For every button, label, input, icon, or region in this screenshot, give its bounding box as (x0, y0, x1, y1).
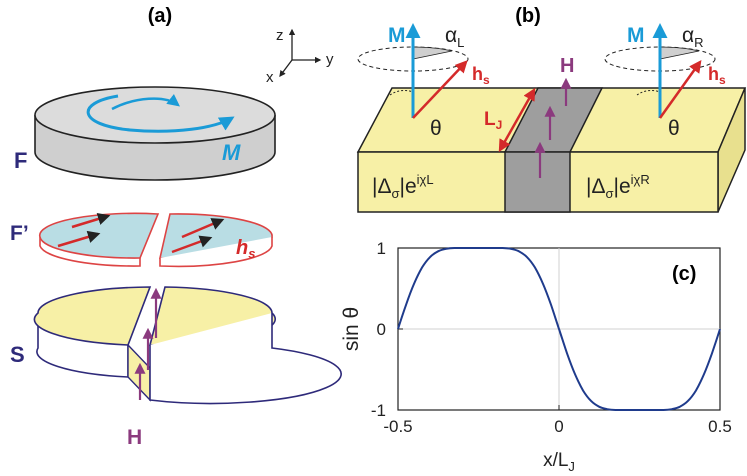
layer-S-label: S (10, 342, 25, 367)
y-tick-label: -1 (371, 401, 386, 420)
hs-right-label: hs (708, 64, 726, 87)
H-field-label: H (127, 426, 142, 449)
y-tick-label: 1 (377, 239, 386, 258)
panel-a-label: (a) (148, 5, 172, 27)
precession-right (604, 23, 716, 119)
tick-labels: -0.5 0 0.5 1 0 -1 (371, 239, 732, 436)
axis-y-label: y (326, 51, 334, 68)
M-circulating-arrow (86, 94, 235, 133)
H-arrows (534, 77, 572, 178)
M-left-label: M (388, 24, 406, 47)
alpha-left-label: αL (445, 24, 464, 50)
panel-c-chart: (c) sin θ x/LJ -0.5 0 0.5 1 0 -1 (340, 239, 732, 474)
x-tick-label: 0.5 (708, 417, 732, 436)
layer-F-disk (34, 86, 276, 181)
H-label-b: H (560, 55, 574, 77)
y-axis-label: sin θ (340, 307, 363, 351)
layer-Fp-disk (38, 212, 273, 268)
layer-Fp-label: F’ (10, 222, 29, 245)
LJ-label: LJ (484, 109, 502, 132)
theta-left-label: θ (430, 117, 442, 140)
theta-right-label: θ (668, 117, 680, 140)
M-right-label: M (627, 24, 645, 47)
axis-z-label: z (276, 27, 284, 44)
gap-right-label: |Δσ|eiχR (586, 172, 650, 201)
axes-triad (279, 28, 322, 78)
hs-left-label: hs (472, 64, 490, 87)
LJ-arrow (498, 87, 536, 153)
hs-vector-label: hs (236, 237, 255, 261)
sin-theta-curve (397, 246, 721, 412)
panel-b: (b) M αL hs θ M αR (356, 5, 747, 213)
y-tick-label: 0 (377, 320, 386, 339)
panel-a: (a) z y x F M F’ hs (10, 5, 342, 449)
panel-c-label: (c) (672, 263, 696, 285)
tick-marks (397, 247, 721, 411)
x-tick-label: 0 (554, 417, 563, 436)
x-tick-label: -0.5 (383, 417, 412, 436)
layer-S-disk (33, 286, 342, 405)
x-axis-label: x/LJ (543, 450, 575, 474)
layer-F-label: F (14, 148, 27, 173)
panel-b-label: (b) (515, 5, 541, 27)
axis-x-label: x (266, 69, 274, 86)
precession-left (357, 23, 469, 119)
M-vector-label: M (222, 140, 241, 165)
alpha-right-label: αR (682, 24, 704, 50)
gap-left-label: |Δσ|eiχL (372, 172, 434, 201)
